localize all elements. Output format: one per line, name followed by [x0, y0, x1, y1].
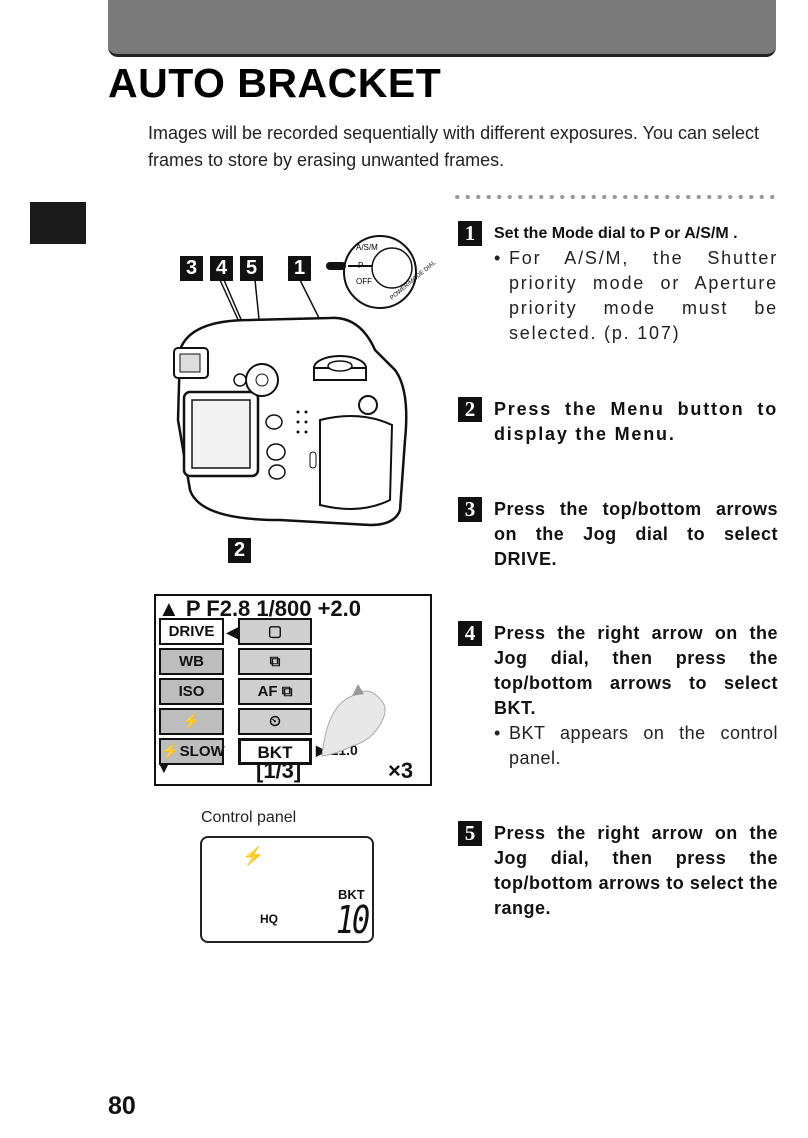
step-4-number: 4	[458, 621, 482, 646]
step-3: 3 Press the top/bottom arrows on the Jog…	[458, 497, 778, 572]
step-1-bullet: •For A/S/M, the Shutter priority mode or…	[494, 246, 778, 346]
dotted-divider	[452, 194, 778, 200]
option-single: ▢	[238, 618, 312, 645]
control-panel-display: ⚡ BKT HQ 10	[200, 836, 374, 943]
cp-bkt-indicator: BKT	[338, 887, 365, 902]
step-5-text: Press the right arrow on the Jog dial, t…	[494, 823, 778, 918]
menu-wb: WB	[159, 648, 224, 675]
step-5-number: 5	[458, 821, 482, 846]
menu-drive: DRIVE	[159, 618, 224, 645]
cp-quality-indicator: HQ	[260, 912, 278, 926]
callout-2: 2	[228, 538, 251, 563]
camera-illustration: A/S/M P OFF POWER/MODE DIAL	[173, 235, 438, 527]
intro-paragraph: Images will be recorded sequentially wit…	[148, 123, 760, 170]
lcd-status-line: ▲ P F2.8 1/800 +2.0	[158, 596, 362, 621]
control-panel-label: Control panel	[201, 809, 297, 826]
step-1-bullet-text: For A/S/M, the Shutter priority mode or …	[509, 248, 778, 343]
step-1: 1 Set the Mode dial to P or A/S/M . •For…	[458, 221, 778, 346]
header-bar	[108, 0, 776, 57]
flash-off-icon: ⚡	[242, 846, 265, 866]
callout-3: 3	[180, 256, 203, 281]
cat-background-illustration	[321, 684, 386, 757]
option-bkt: BKT	[238, 738, 312, 765]
option-self-timer: ⏲	[238, 708, 312, 735]
page-title: AUTO BRACKET	[108, 60, 442, 106]
frame-total: ×3	[388, 758, 414, 783]
dial-asm-label: A/S/M	[356, 243, 378, 252]
step-4-text: Press the right arrow on the Jog dial, t…	[494, 623, 778, 718]
menu-slow-flash: ⚡SLOW	[159, 738, 225, 765]
menu-iso: ISO	[159, 678, 224, 705]
menu-flash: ⚡	[159, 708, 224, 735]
selection-arrow-icon: ◀	[226, 622, 240, 642]
callout-1: 1	[288, 256, 311, 281]
cp-frame-count: 10	[336, 898, 370, 942]
chapter-tab	[30, 202, 86, 244]
step-5: 5 Press the right arrow on the Jog dial,…	[458, 821, 778, 921]
page-number: 80	[108, 1092, 136, 1120]
option-sequential: ⧉	[238, 648, 312, 675]
step-1-number: 1	[458, 221, 482, 246]
step-4: 4 Press the right arrow on the Jog dial,…	[458, 621, 778, 771]
step-2-text: Press the Menu button to display the Men…	[494, 399, 778, 444]
callout-4: 4	[210, 256, 233, 281]
frame-counter: [1/3]	[256, 758, 302, 783]
step-2: 2 Press the Menu button to display the M…	[458, 397, 778, 447]
dial-off-label: OFF	[356, 277, 372, 286]
step-3-text: Press the top/bottom arrows on the Jog d…	[494, 499, 778, 569]
lcd-menu-screen: ▲ P F2.8 1/800 +2.0 DRIVE WB ISO ⚡ ⚡SLOW…	[154, 594, 432, 786]
step-4-bullet: •BKT appears on the control panel.	[494, 721, 778, 771]
step-2-number: 2	[458, 397, 482, 422]
option-af-sequential: AF ⧉	[238, 678, 312, 705]
dial-p-label: P	[358, 261, 363, 270]
callout-5: 5	[240, 256, 263, 281]
step-4-bullet-text: BKT appears on the control panel.	[509, 723, 778, 768]
scroll-down-arrow-icon: ▼	[156, 760, 172, 777]
step-1-text: Set the Mode dial to P or A/S/M .	[494, 225, 738, 242]
step-3-number: 3	[458, 497, 482, 522]
